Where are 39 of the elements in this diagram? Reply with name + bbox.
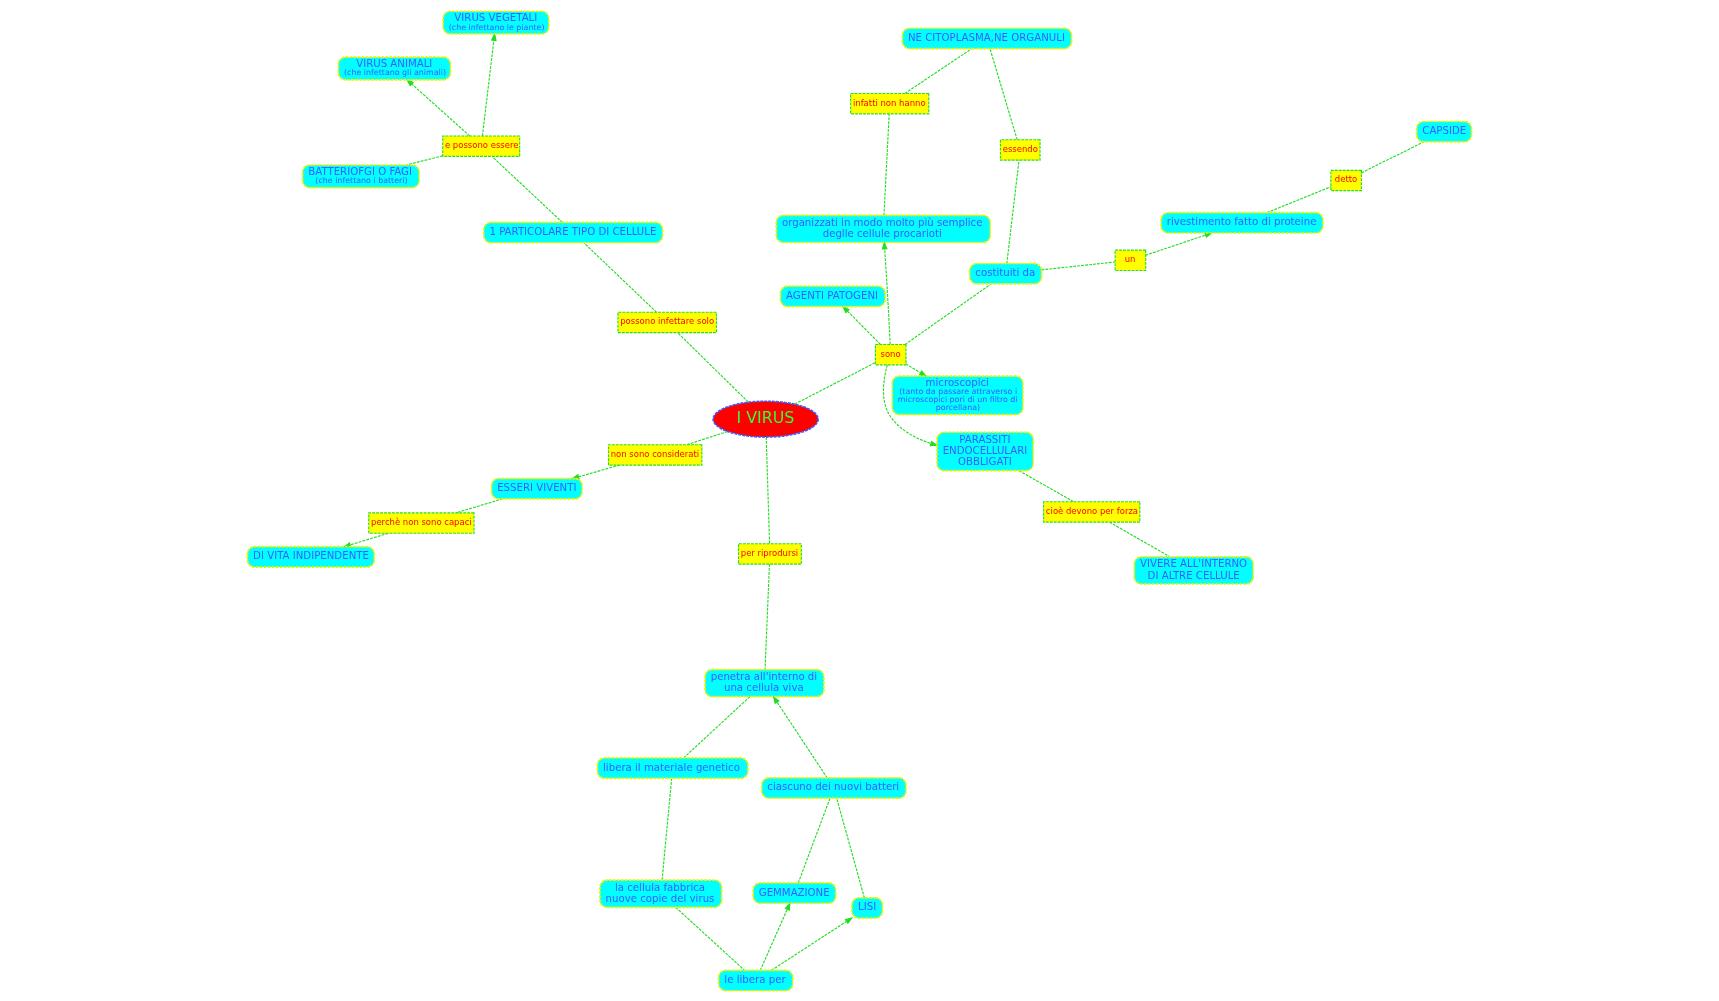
node-box: rivestimento fatto di proteine (1160, 211, 1324, 234)
arrow (772, 694, 828, 778)
connector (794, 361, 876, 405)
node-box: e possono essere (442, 134, 521, 157)
node-box: ESSERI VIVENTI (490, 477, 583, 500)
connector (1041, 260, 1116, 270)
node-box: ciascuno dei nuovi batteri (760, 776, 907, 799)
node-box: PARASSITI ENDOCELLULARI OBBLIGATI (936, 430, 1035, 472)
node-box: AGENTI PATOGENI (779, 284, 886, 307)
node-ellipse: I VIRUS (712, 399, 819, 438)
node-box: essendo (999, 138, 1041, 161)
node-box: perchè non sono capaci (368, 511, 475, 534)
node-box: CAPSIDE (1415, 120, 1473, 143)
node-box: 1 PARTICOLARE TIPO DI CELLULE (482, 221, 664, 244)
node-box: DI VITA INDIPENDENTE (246, 545, 376, 568)
node-box: detto (1330, 169, 1362, 191)
node-box: cioè devono per forza (1043, 500, 1141, 523)
node-box: LISI (851, 896, 884, 919)
arrow (905, 362, 928, 377)
node-box: sono (874, 343, 907, 365)
node-box: per riprodursi (737, 542, 802, 565)
node-box: organizzati in modo molto più semplice deglle cellule procarioti (775, 213, 992, 243)
connector (764, 563, 771, 670)
node-box: non sono considerati (607, 443, 703, 466)
connector (765, 436, 771, 544)
connector (836, 797, 865, 898)
node-box: libera il materiale genetico (596, 756, 749, 779)
node-box: infatti non hanno (850, 92, 930, 114)
node-box: NE CITOPLASMA,NE ORGANULI (901, 26, 1073, 49)
node-box: un (1114, 249, 1147, 271)
node-box: costituiti da (968, 262, 1043, 285)
node-box: possono infettare solo (617, 311, 717, 333)
node-box: la cellula fabbrica nuove copie del virus (599, 878, 723, 908)
node-box: penetra all'interno di una cellula viva (704, 668, 825, 698)
node-box: GEMMAZIONE (752, 881, 837, 904)
arrow (882, 363, 939, 446)
connector (797, 797, 831, 883)
node-box: le libera per (717, 969, 794, 992)
node-box: VIVERE ALL'INTERNO DI ALTRE CELLULE (1133, 555, 1255, 585)
